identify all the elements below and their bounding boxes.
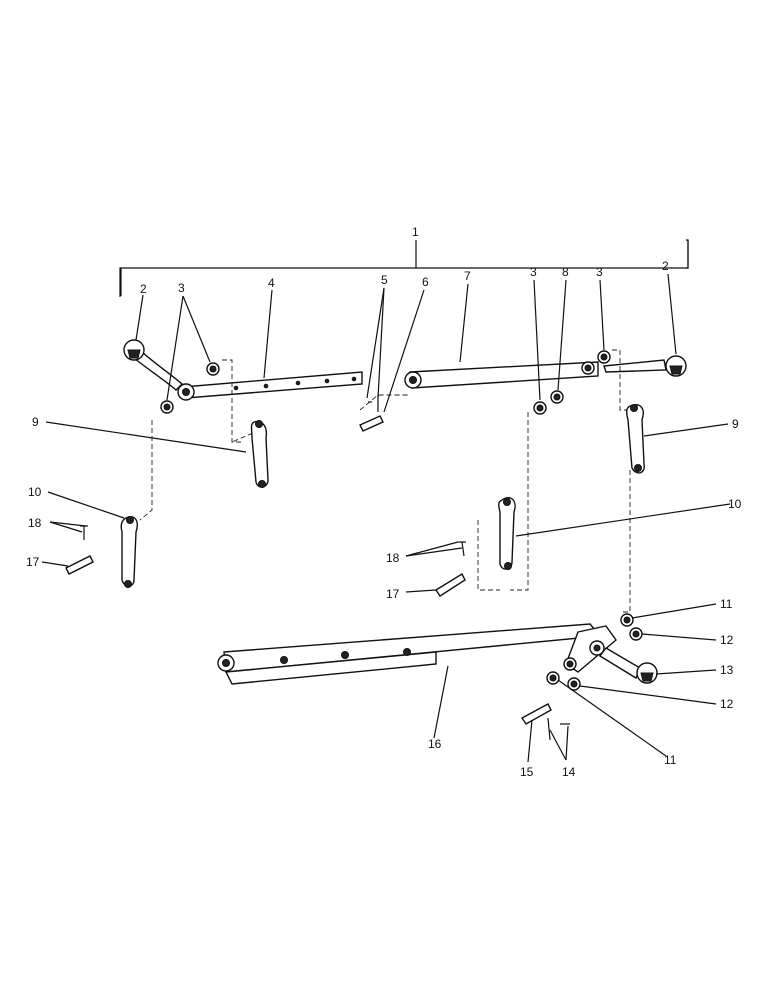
right-top-link — [404, 361, 599, 389]
callout-9-right: 9 — [732, 417, 739, 431]
right-pins — [435, 541, 466, 597]
callout-17-right: 17 — [386, 587, 400, 601]
lower-pins — [520, 703, 570, 741]
callout-3-mid: 3 — [530, 265, 537, 279]
callout-18-left: 18 — [28, 516, 42, 530]
callout-12-upper: 12 — [720, 633, 734, 647]
callout-18-right: 18 — [386, 551, 400, 565]
callout-1: 1 — [412, 225, 419, 239]
callout-13: 13 — [720, 663, 734, 677]
right-ball-joint — [603, 355, 687, 377]
lower-link — [217, 623, 617, 685]
right-lift-link — [625, 404, 645, 474]
callout-12-lower: 12 — [720, 697, 734, 711]
center-pin — [359, 395, 384, 432]
callout-10-right: 10 — [728, 497, 742, 511]
callout-4: 4 — [268, 276, 275, 290]
callout-8: 8 — [562, 265, 569, 279]
callout-14: 14 — [562, 765, 576, 779]
callout-2-left: 2 — [140, 282, 147, 296]
right-leveling-link — [497, 496, 516, 570]
callout-6: 6 — [422, 275, 429, 289]
callout-16: 16 — [428, 737, 442, 751]
right-bushings — [533, 350, 611, 415]
left-pins — [65, 525, 94, 575]
callout-15: 15 — [520, 765, 534, 779]
callout-7: 7 — [464, 269, 471, 283]
assembly-bracket — [119, 239, 689, 297]
callout-3-left: 3 — [178, 281, 185, 295]
callout-3-right: 3 — [596, 265, 603, 279]
callout-2-right: 2 — [662, 259, 669, 273]
lower-ball-joint — [598, 647, 658, 684]
left-top-link — [177, 371, 363, 401]
callout-11-lower: 11 — [664, 753, 677, 767]
left-lift-link — [250, 420, 269, 488]
left-leveling-link — [120, 516, 138, 588]
callout-5: 5 — [381, 273, 388, 287]
callout-9-left: 9 — [32, 415, 39, 429]
callout-11-upper: 11 — [720, 597, 733, 611]
callout-10-left: 10 — [28, 485, 42, 499]
callout-17-left: 17 — [26, 555, 40, 569]
left-bushings — [160, 362, 220, 414]
alignment-lines — [139, 349, 632, 613]
leader-lines — [41, 273, 731, 763]
left-ball-joint — [123, 339, 184, 391]
